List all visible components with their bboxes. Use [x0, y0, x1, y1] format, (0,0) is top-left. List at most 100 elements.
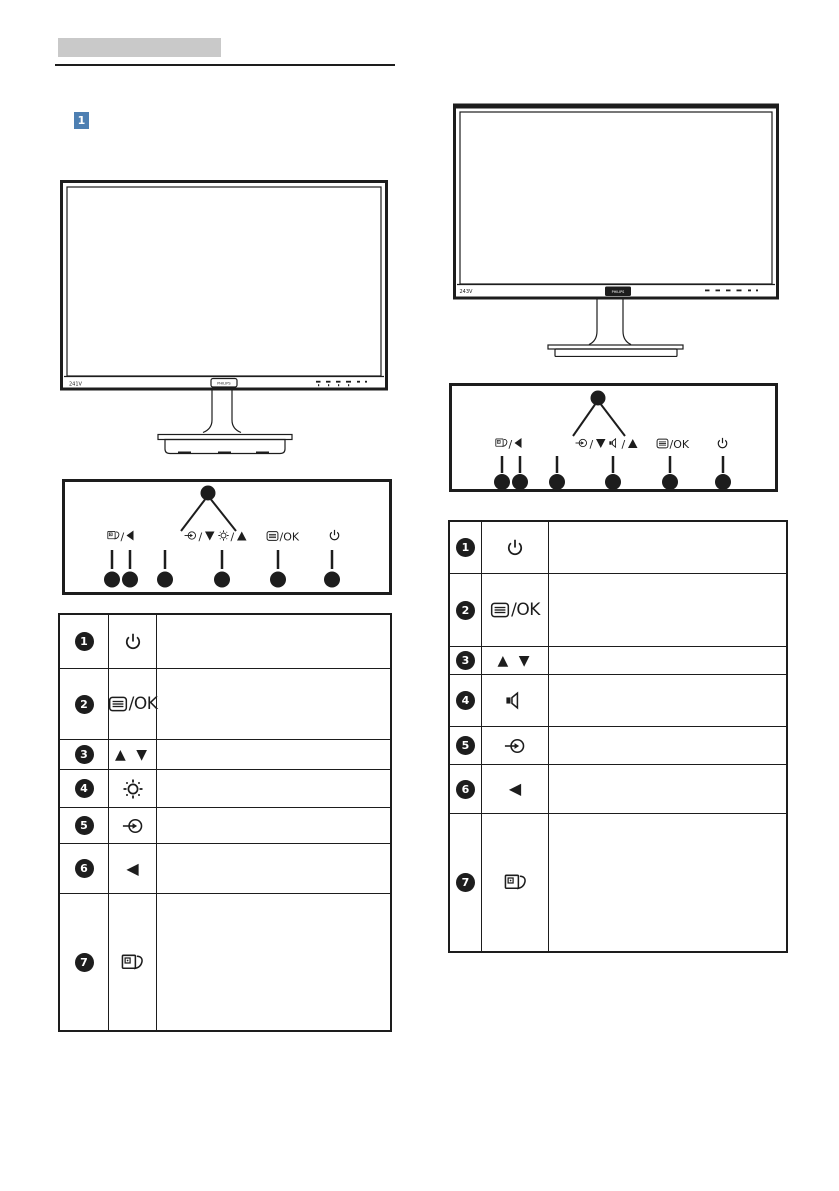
- back-icon: ◀: [508, 779, 522, 798]
- table-cell-icon: [482, 522, 549, 574]
- smartimage-icon: [121, 951, 144, 974]
- smartimage-icon: [504, 871, 527, 894]
- callout-badge: 2: [456, 600, 475, 620]
- bezel-buttons: [705, 289, 758, 292]
- table-cell-icon: [482, 814, 549, 951]
- model-label: 243V: [460, 289, 474, 295]
- input-source-icon: [184, 531, 196, 540]
- ok-text: /OK: [128, 694, 158, 714]
- slash-text: /: [590, 438, 594, 451]
- callout-badge: 4: [456, 691, 475, 710]
- input-source-icon: [575, 438, 587, 448]
- monitor-stand: [547, 299, 684, 357]
- table-cell-icon: [482, 675, 549, 727]
- callout-line: [600, 403, 626, 437]
- monitor-front-illustration-243v: 243V PHILIPS: [453, 103, 779, 357]
- up-down-icons: ▲ ▼: [115, 746, 150, 763]
- monitor-screen: [66, 186, 382, 377]
- table-cell-description: [157, 894, 390, 1030]
- table-cell-number: 1: [60, 615, 109, 669]
- table-cell-number: 2: [60, 669, 109, 740]
- callout-dots: [104, 571, 340, 588]
- control-panel-diagram-241v: / / / /OK: [62, 479, 392, 595]
- table-cell-icon: [109, 894, 157, 1030]
- brand-logo: PHILIPS: [612, 290, 625, 294]
- monitor-frame: [453, 103, 779, 300]
- slash-text: /: [509, 438, 513, 451]
- table-cell-description: [549, 814, 786, 951]
- callout-badge: 3: [456, 651, 475, 670]
- brand-logo: PHILIPS: [217, 382, 231, 386]
- table-cell-number: 6: [450, 765, 482, 814]
- table-cell-description: [549, 574, 786, 647]
- section-number-badge: 1: [74, 112, 89, 129]
- input-source-icon: [122, 815, 144, 837]
- header-divider: [55, 64, 395, 66]
- input-source-icon: [504, 735, 526, 757]
- monitor-stand: [157, 390, 293, 455]
- callout-badge: 5: [74, 816, 94, 835]
- frame-shadow: [453, 235, 456, 247]
- power-icon: [122, 631, 144, 653]
- section-title-placeholder-bar: [58, 38, 221, 57]
- up-icon: [237, 531, 247, 541]
- callout-line: [572, 403, 596, 437]
- panel-frame: [62, 479, 392, 595]
- up-down-icons: ▲ ▼: [497, 652, 533, 669]
- volume-icon: [504, 689, 527, 712]
- back-icon: ◀: [126, 858, 139, 878]
- table-cell-icon: ▲ ▼: [109, 740, 157, 770]
- table-cell-number: 1: [450, 522, 482, 574]
- callout-badge: 1: [456, 538, 475, 557]
- table-cell-icon: /OK: [109, 669, 158, 740]
- table-cell-description: [157, 808, 390, 844]
- table-cell-icon: ◀: [482, 765, 549, 814]
- table-cell-description: [157, 770, 390, 808]
- callout-stems: [500, 456, 725, 473]
- brand-logo-plate: [210, 377, 238, 388]
- table-cell-description: [157, 615, 390, 669]
- table-cell-description: [157, 669, 390, 740]
- brightness-icon: [217, 529, 230, 542]
- table-cell-number: 2: [450, 574, 482, 647]
- menu-icon: [656, 438, 669, 449]
- table-cell-description: [157, 740, 390, 770]
- smartimage-icon: [495, 438, 508, 447]
- table-cell-description: [157, 844, 390, 894]
- brand-logo-plate: [605, 286, 631, 296]
- callout-dot-top: [200, 485, 216, 501]
- frame-shadow: [453, 191, 456, 207]
- table-cell-number: 3: [450, 647, 482, 675]
- slash-text: /: [622, 438, 626, 451]
- callout-badge: 1: [74, 632, 94, 651]
- callout-badge: 6: [74, 859, 94, 878]
- table-cell-description: [549, 727, 786, 765]
- power-icon: [717, 437, 728, 449]
- menu-icon: [490, 600, 510, 620]
- table-cell-description: [549, 675, 786, 727]
- slash-text: /: [199, 531, 203, 544]
- callout-stems: [110, 550, 334, 569]
- volume-icon: [608, 438, 617, 448]
- ok-text: /OK: [511, 600, 540, 620]
- table-cell-description: [549, 647, 786, 675]
- callout-line: [210, 498, 237, 532]
- down-icon: [596, 439, 606, 448]
- menu-icon: [266, 531, 279, 541]
- callout-badge: 3: [74, 745, 94, 764]
- callout-badge: 6: [456, 779, 475, 799]
- table-cell-description: [549, 765, 786, 814]
- panel-frame: [449, 383, 778, 492]
- down-icon: [205, 531, 215, 541]
- slash-text: /: [121, 531, 125, 544]
- callout-dots: [494, 474, 731, 490]
- table-cell-number: 7: [450, 814, 482, 951]
- bezel-buttons: [316, 380, 367, 387]
- table-cell-icon: [482, 727, 549, 765]
- monitor-frame: [60, 180, 388, 391]
- callout-line: [180, 498, 206, 532]
- back-icon: [126, 530, 134, 541]
- slash-text: /: [231, 531, 235, 544]
- controls-description-table-243v: 1 2 /OK 3 ▲ ▼ 4 5 6 ◀ 7: [448, 520, 788, 953]
- model-label: 241V: [69, 382, 83, 388]
